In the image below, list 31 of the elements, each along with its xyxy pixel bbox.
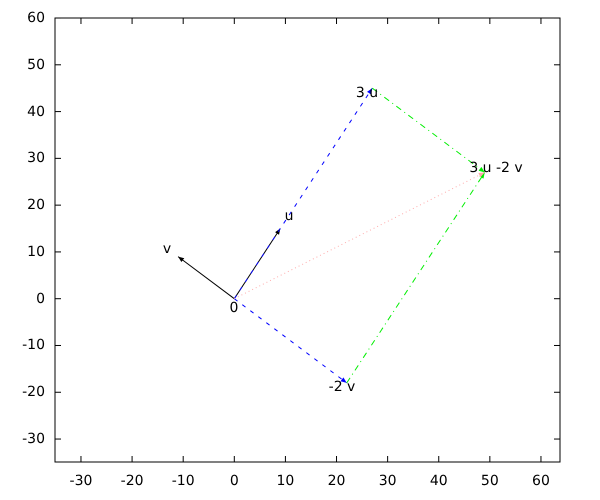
vector-arrow xyxy=(178,256,235,300)
tick-label: -10 xyxy=(22,337,45,354)
vector-label: v xyxy=(162,241,172,257)
tick-label: -30 xyxy=(22,431,45,448)
vector-label: -2 v xyxy=(328,379,356,395)
vector-arrow xyxy=(346,172,486,384)
tick-label: 0 xyxy=(36,290,45,307)
tick-label: 60 xyxy=(27,10,45,26)
vector-label: 3 u -2 v xyxy=(469,160,523,176)
tick-label: 60 xyxy=(532,473,550,489)
tick-label: -20 xyxy=(120,473,144,489)
vector-arrow xyxy=(234,172,486,300)
tick-label: 50 xyxy=(27,56,45,73)
tick-label: 20 xyxy=(328,473,346,489)
tick-label: 30 xyxy=(27,150,45,166)
vector-label: 0 xyxy=(230,300,238,316)
tick-label: 40 xyxy=(27,104,45,120)
vector-arrow xyxy=(234,88,373,300)
tick-label: 0 xyxy=(230,473,239,489)
tick-label: 50 xyxy=(480,473,499,489)
tick-label: -20 xyxy=(22,384,45,400)
tick-label: 10 xyxy=(276,473,294,489)
tick-label: -10 xyxy=(172,473,195,489)
vector-arrow xyxy=(372,88,486,173)
tick-label: -30 xyxy=(70,473,92,489)
vector-arrow xyxy=(234,298,348,384)
tick-label: 10 xyxy=(27,244,45,260)
vector-label: u xyxy=(284,208,294,224)
tick-label: 40 xyxy=(430,473,448,489)
tick-label: 20 xyxy=(27,197,45,214)
tick-label: 30 xyxy=(378,473,397,489)
